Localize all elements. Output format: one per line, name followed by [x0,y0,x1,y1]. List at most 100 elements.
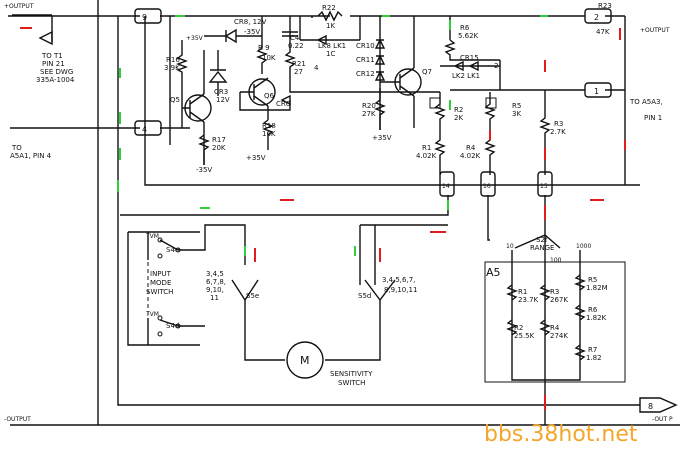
r6-value: 5.62K [458,32,479,40]
tvm-b: TVM [145,311,159,318]
lk8-label: LK8 LK1 [318,42,346,50]
label-to-b: A5A1, PIN 4 [10,152,52,160]
a5r7-name: R7 [588,346,597,354]
label-plus35-b: +35V [246,154,266,162]
a5r4-name: R4 [550,324,560,332]
q6-label: Q6 [264,92,275,100]
cr15-label: CR15 [460,54,479,62]
r22-value: 1K [326,22,335,30]
c4-value: 0.22 [288,42,304,50]
sens-label-1: SENSITIVITY [330,370,373,378]
cr3-value: 12V [216,96,230,104]
range-10: 10 [506,243,514,250]
connector-2: 2 [594,13,599,22]
wiring [8,0,680,426]
label-minus35-a: -35V [196,166,212,174]
connector-4: 4 [142,125,147,134]
range-100: 100 [550,257,562,264]
r21-value: 27 [294,68,303,76]
input-mode-2: MODE [150,279,171,287]
r22-name: R22 [322,4,336,12]
r2-value: 2K [454,114,463,122]
a5r6-name: R6 [588,306,598,314]
r9-name: R 9 [258,44,270,52]
r20-name: R20 [362,102,376,110]
connector-9: 9 [142,13,147,22]
s5d-label: S5d [358,292,371,300]
a5r1-name: R1 [518,288,527,296]
a5r3-value: 267K [550,296,568,304]
label-out-neg-right: -OUT P [652,416,673,423]
r4-name: R4 [466,144,476,152]
circle-2: 2 [494,62,498,70]
s5d-pos1: 3,4,5,6,7, [382,276,415,284]
r9-value: 10K [262,54,276,62]
connector-14: 14 [442,183,450,190]
labels: +OUTPUT TO T1 PIN 21 SEE DWG 335A-1004 T… [4,2,673,423]
s4e-label: S4e [166,246,179,254]
label-to-a: TO [11,144,22,152]
r5-name: R5 [512,102,521,110]
cr11-label: CR11 [356,56,375,64]
label-see-dwg: SEE DWG [40,68,73,76]
r20-value: 27K [362,110,376,118]
c4-name: C4 [290,34,300,42]
s4d-label: S4d [166,322,179,330]
range-label: RANGE [530,244,554,252]
r17-value: 20K [212,144,226,152]
label-to-a5a3: TO A5A3, [629,98,663,106]
r16-name: R16 [166,56,180,64]
cr8-label: CR8, 12V [234,18,267,26]
s5d-pos2: 8,9,10,11 [384,286,417,294]
ic-label: 1C [326,50,335,58]
label-dwg-no: 335A-1004 [36,76,75,84]
label-plus35-a: +35V [186,35,204,42]
connector-16: 16 [483,183,491,190]
a5r6-value: 1.82K [586,314,607,322]
tvm-a: TVM [145,233,159,240]
r1-value: 4.02K [416,152,437,160]
connector-8: 8 [648,402,653,411]
r6-name: R6 [460,24,470,32]
range-1000: 1000 [576,243,591,250]
label-minus35-b: -35V [244,28,260,36]
r23-name: R23 [598,2,612,10]
label-out-pos-left: +OUTPUT [4,3,34,10]
r21-name: R21 [292,60,306,68]
connector-15: 15 [540,183,548,190]
s5e-pos1: 3,4,5 [206,270,224,278]
label-plus35-c: +35V [372,134,392,142]
r2-name: R2 [454,106,463,114]
a5r2-value: 25.5K [514,332,535,340]
a5r3-name: R3 [550,288,559,296]
cr10-label: CR10 [356,42,375,50]
q5-label: Q5 [170,96,180,104]
r1-name: R1 [422,144,431,152]
cr12-label: CR12 [356,70,375,78]
r3-name: R3 [554,120,563,128]
a5r7-value: 1.82 [586,354,602,362]
s2f-label: S2f [536,236,548,244]
motor-label: M [300,354,310,367]
r18-name: R18 [262,122,276,130]
r3-value: 2.7K [550,128,566,136]
r16-value: 3.9K [164,64,180,72]
r17-name: R17 [212,136,226,144]
r5-value: 3K [512,110,521,118]
s5e-pos4: 11 [210,294,219,302]
input-mode-3: SWITCH [146,288,173,296]
connector-markers [134,8,678,413]
sens-label-2: SWITCH [338,379,365,387]
q7-label: Q7 [422,68,432,76]
s5e-pos2: 6,7,8, [206,278,226,286]
r18-value: 16K [262,130,276,138]
connector-1: 1 [594,87,599,96]
watermark: bbs.38hot.net [484,422,638,447]
red-annotations [20,27,626,410]
a5r2-name: R2 [514,324,523,332]
r23-value: 47K [596,28,610,36]
label-pin1: PIN 1 [644,114,662,122]
green-annotations [117,15,548,256]
